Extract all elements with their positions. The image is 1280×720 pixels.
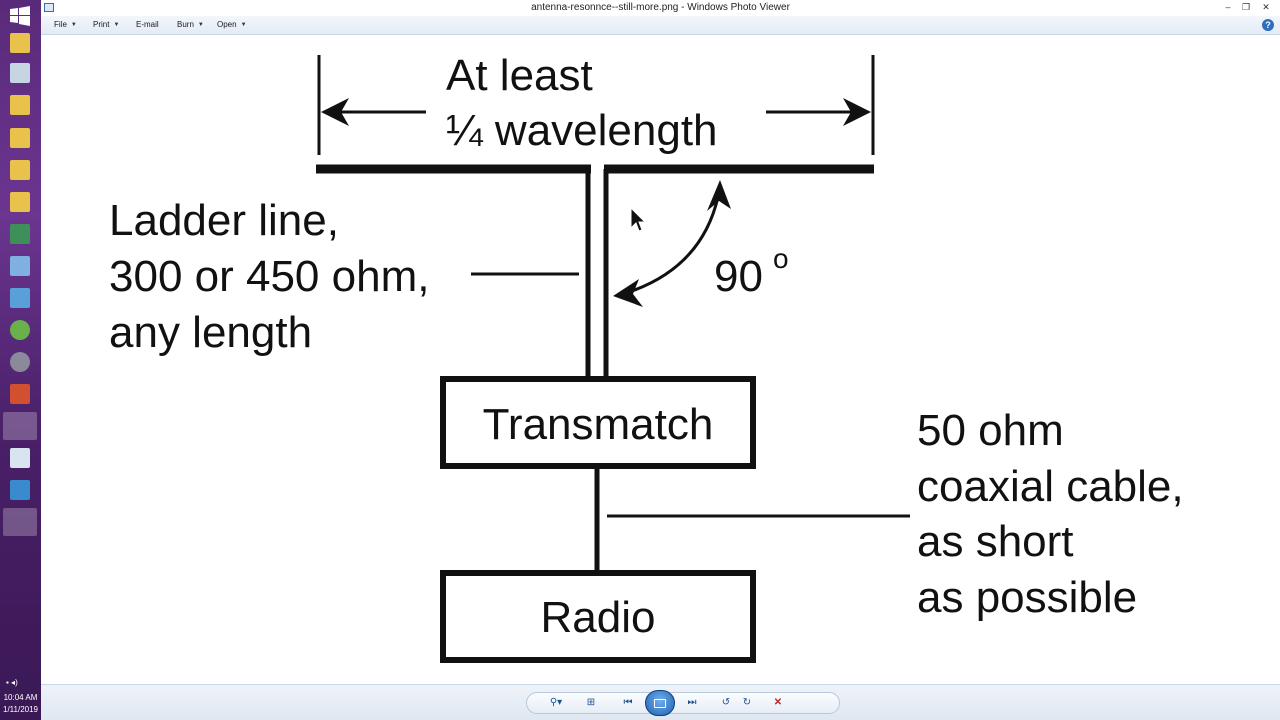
app-icon[interactable]: [10, 224, 30, 244]
coax-label-line2: coaxial cable,: [917, 462, 1184, 511]
email-button[interactable]: E-mail: [136, 20, 159, 29]
folder-icon[interactable]: [10, 95, 30, 115]
image-canvas[interactable]: At least ¼ wavelength Ladder line, 300 o…: [41, 35, 1280, 684]
angle-arrowhead-icon: [707, 180, 731, 211]
photo-viewer-icon[interactable]: [10, 480, 30, 500]
rotate-counterclockwise-icon[interactable]: ↺: [721, 697, 731, 708]
top-label-line1: At least: [446, 51, 593, 100]
chevron-down-icon: ▼: [113, 21, 120, 28]
print-menu[interactable]: Print ▼: [93, 20, 119, 29]
delete-icon[interactable]: ✕: [773, 697, 783, 708]
burn-menu[interactable]: Burn ▼: [177, 20, 204, 29]
previous-icon[interactable]: ⏮: [623, 697, 633, 708]
menu-bar: File ▼ Print ▼ E-mail Burn ▼ Open ▼ ?: [41, 16, 1280, 35]
top-label-line2: ¼ wavelength: [446, 106, 718, 155]
help-icon[interactable]: ?: [1262, 19, 1274, 31]
ladder-label-line3: any length: [109, 308, 312, 357]
system-tray[interactable]: ▪ ◂): [6, 678, 18, 687]
photo-viewer-app-icon: [44, 3, 54, 12]
radio-box: [440, 570, 756, 663]
mouse-cursor-icon: [630, 206, 647, 232]
angle-label: 90: [714, 252, 763, 301]
angle-degree-symbol: o: [773, 243, 789, 274]
radio-label: Radio: [541, 593, 656, 642]
transmatch-label: Transmatch: [483, 400, 714, 449]
burn-menu-label: Burn: [177, 20, 194, 29]
ladder-label-line2: 300 or 450 ohm,: [109, 252, 429, 301]
slideshow-icon[interactable]: [645, 690, 675, 716]
file-menu[interactable]: File ▼: [54, 20, 77, 29]
folder-icon[interactable]: [10, 128, 30, 148]
clock-time[interactable]: 10:04 AM: [3, 693, 38, 702]
document-icon[interactable]: [10, 256, 30, 276]
open-menu[interactable]: Open ▼: [217, 20, 247, 29]
coax-label-line4: as possible: [917, 573, 1137, 622]
window-title: antenna-resonnce--still-more.png - Windo…: [531, 2, 790, 13]
transmatch-box: [440, 376, 756, 469]
file-menu-label: File: [54, 20, 67, 29]
magnifier-icon[interactable]: ⚲▾: [549, 697, 563, 708]
viewer-toolbar: ⚲▾ ⊞ ⏮ ⏭ ↺ ↻ ✕: [41, 684, 1280, 720]
left-arrowhead-icon: [321, 98, 349, 126]
title-bar: antenna-resonnce--still-more.png - Windo…: [41, 0, 1280, 16]
folder-icon[interactable]: [10, 160, 30, 180]
email-label: E-mail: [136, 20, 159, 29]
app-icon[interactable]: [10, 288, 30, 308]
start-windows-icon[interactable]: [9, 5, 31, 27]
taskbar: ▪ ◂) 10:04 AM 1/11/2019: [0, 0, 41, 720]
ladder-label-line1: Ladder line,: [109, 196, 339, 245]
browser-icon[interactable]: [10, 320, 30, 340]
calculator-icon[interactable]: [10, 448, 30, 468]
recycle-bin-icon[interactable]: [10, 63, 30, 83]
chevron-down-icon: ▼: [70, 21, 77, 28]
close-icon[interactable]: ✕: [1262, 2, 1270, 12]
clock-date[interactable]: 1/11/2019: [3, 705, 38, 714]
antenna-diagram: At least ¼ wavelength Ladder line, 300 o…: [109, 51, 1184, 663]
active-app-icon[interactable]: [3, 412, 37, 440]
coax-label-line1: 50 ohm: [917, 406, 1064, 455]
minimize-icon[interactable]: –: [1225, 2, 1231, 12]
chevron-down-icon: ▼: [240, 21, 247, 28]
angle-arc: [622, 196, 720, 296]
app-icon[interactable]: [10, 384, 30, 404]
active-app-icon[interactable]: [3, 508, 37, 536]
folder-icon[interactable]: [10, 33, 30, 53]
chevron-down-icon: ▼: [197, 21, 204, 28]
restore-icon[interactable]: ❐: [1241, 2, 1251, 12]
next-icon[interactable]: ⏭: [687, 697, 697, 708]
coax-label-line3: as short: [917, 517, 1074, 566]
app-icon[interactable]: [10, 352, 30, 372]
open-menu-label: Open: [217, 20, 237, 29]
rotate-clockwise-icon[interactable]: ↻: [742, 697, 752, 708]
print-menu-label: Print: [93, 20, 110, 29]
toolbar-pill: [526, 692, 840, 714]
folder-icon[interactable]: [10, 192, 30, 212]
right-arrowhead-icon: [843, 98, 871, 126]
angle-arrowhead-icon: [613, 279, 643, 307]
fit-window-icon[interactable]: ⊞: [586, 697, 596, 708]
